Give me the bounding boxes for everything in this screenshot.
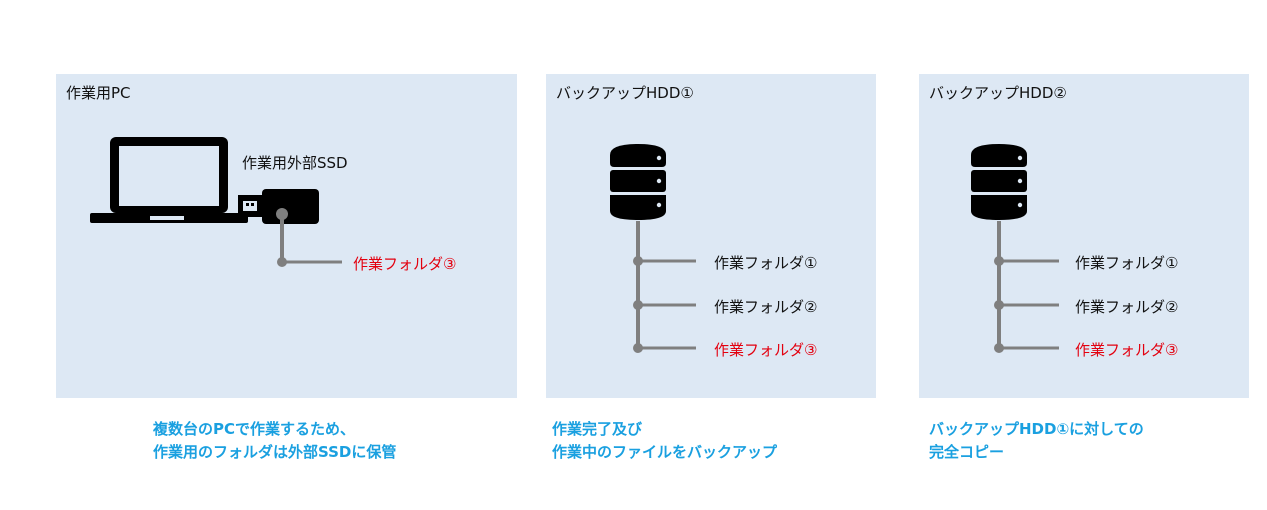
caption-line: 作業用のフォルダは外部SSDに保管 bbox=[153, 443, 397, 461]
panel-title: バックアップHDD② bbox=[929, 84, 1067, 102]
folder-label-1: 作業フォルダ① bbox=[1075, 254, 1179, 272]
caption-backup-hdd-2: バックアップHDD①に対しての 完全コピー bbox=[929, 418, 1144, 464]
folder-label-3: 作業フォルダ③ bbox=[353, 255, 457, 273]
folder-label-2: 作業フォルダ② bbox=[1075, 298, 1179, 316]
tree-node bbox=[633, 300, 643, 310]
tree-node bbox=[994, 343, 1004, 353]
folder-label-3: 作業フォルダ③ bbox=[714, 341, 818, 359]
panel-backup-hdd-2: バックアップHDD② 作業フォルダ① 作業フォルダ② 作業フォルダ③ bbox=[919, 74, 1249, 398]
tree-node bbox=[994, 300, 1004, 310]
panel-title: 作業用PC bbox=[66, 84, 131, 102]
database-icon bbox=[610, 144, 666, 220]
folder-label-1: 作業フォルダ① bbox=[714, 254, 818, 272]
caption-line: 完全コピー bbox=[929, 443, 1005, 461]
panel-title: バックアップHDD① bbox=[556, 84, 694, 102]
folder-tree bbox=[276, 208, 342, 267]
caption-line: バックアップHDD①に対しての bbox=[929, 420, 1144, 438]
device-label: 作業用外部SSD bbox=[242, 154, 348, 172]
database-icon bbox=[971, 144, 1027, 220]
tree-node bbox=[994, 256, 1004, 266]
panel-backup-hdd-1: バックアップHDD① 作業フォルダ① 作業フォルダ② 作業フォルダ③ bbox=[546, 74, 876, 398]
tree-node bbox=[276, 208, 288, 220]
caption-line: 複数台のPCで作業するため、 bbox=[153, 420, 356, 438]
panel-work-pc: 作業用PC 作業用外部SSD 作業フォルダ③ bbox=[56, 74, 517, 398]
folder-tree bbox=[994, 221, 1059, 353]
tree-node bbox=[633, 256, 643, 266]
folder-label-3: 作業フォルダ③ bbox=[1075, 341, 1179, 359]
tree-node bbox=[633, 343, 643, 353]
caption-line: 作業中のファイルをバックアップ bbox=[552, 443, 778, 461]
laptop-icon bbox=[90, 137, 248, 223]
caption-backup-hdd-1: 作業完了及び 作業中のファイルをバックアップ bbox=[552, 418, 777, 464]
tree-node bbox=[277, 257, 287, 267]
folder-label-2: 作業フォルダ② bbox=[714, 298, 818, 316]
caption-line: 作業完了及び bbox=[552, 420, 643, 438]
caption-work-pc: 複数台のPCで作業するため、 作業用のフォルダは外部SSDに保管 bbox=[153, 418, 396, 464]
folder-tree bbox=[633, 221, 696, 353]
